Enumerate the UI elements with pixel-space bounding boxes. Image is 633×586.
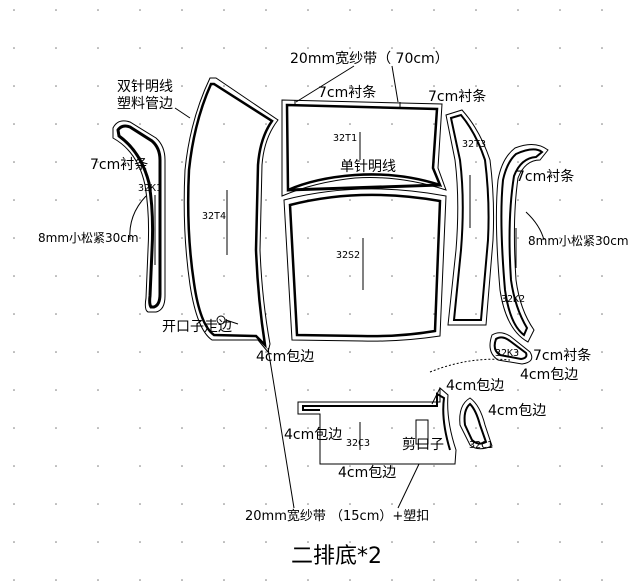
piece-32c3 — [297, 386, 457, 465]
code-32k2: 32K2 — [501, 294, 526, 305]
label-double-needle: 双针明线 — [117, 79, 173, 95]
label-single-needle: 单针明线 — [340, 159, 396, 175]
code-32c1: 32C1 — [469, 440, 494, 451]
label-tape-top: 20mm宽纱带（ 70cm） — [290, 51, 449, 67]
label-cut-notch: 剪口子 — [402, 437, 444, 453]
label-tape-bottom: 20mm宽纱带 （15cm）+塑扣 — [245, 509, 430, 524]
label-lining-right: 7cm衬条 — [516, 169, 575, 185]
code-32k1: 32K1 — [138, 183, 163, 194]
label-binding-1: 4cm包边 — [256, 349, 315, 365]
label-plastic-edge: 塑料管边 — [117, 96, 173, 112]
code-32k3: 32K3 — [495, 348, 520, 359]
code-32c3: 32C3 — [346, 438, 371, 449]
label-opening: 开口子走边 — [162, 319, 232, 335]
code-32t4: 32T4 — [202, 211, 227, 222]
label-lining-left: 7cm衬条 — [90, 157, 149, 173]
elastic-arc-left — [129, 195, 147, 241]
label-lining-k3: 7cm衬条 — [533, 348, 592, 364]
page-title: 二排底*2 — [291, 544, 382, 569]
label-lining-1: 7cm衬条 — [318, 85, 377, 101]
piece-32c1 — [459, 397, 493, 450]
code-32t1: 32T1 — [333, 133, 358, 144]
label-binding-3: 4cm包边 — [446, 378, 505, 394]
label-elastic-left: 8mm小松紧30cm — [38, 231, 139, 245]
piece-32t1 — [281, 99, 447, 197]
label-binding-4: 4cm包边 — [488, 403, 547, 419]
code-32t3: 32T3 — [462, 139, 487, 150]
label-binding-6: 4cm包边 — [338, 465, 397, 481]
piece-32k1 — [112, 120, 166, 313]
curve-dashed — [429, 358, 511, 373]
label-binding-5: 4cm包边 — [284, 427, 343, 443]
leader-lines — [174, 65, 441, 509]
label-elastic-right: 8mm小松紧30cm — [528, 234, 629, 248]
code-32s2: 32S2 — [336, 250, 361, 261]
piece-32t4 — [183, 77, 279, 354]
elastic-arc-right — [525, 211, 545, 241]
label-binding-2: 4cm包边 — [520, 367, 579, 383]
piece-32t3 — [445, 109, 495, 326]
piece-32s2 — [283, 188, 447, 342]
label-lining-2: 7cm衬条 — [428, 89, 487, 105]
piece-32k3 — [489, 332, 533, 365]
piece-32k2 — [495, 144, 549, 343]
